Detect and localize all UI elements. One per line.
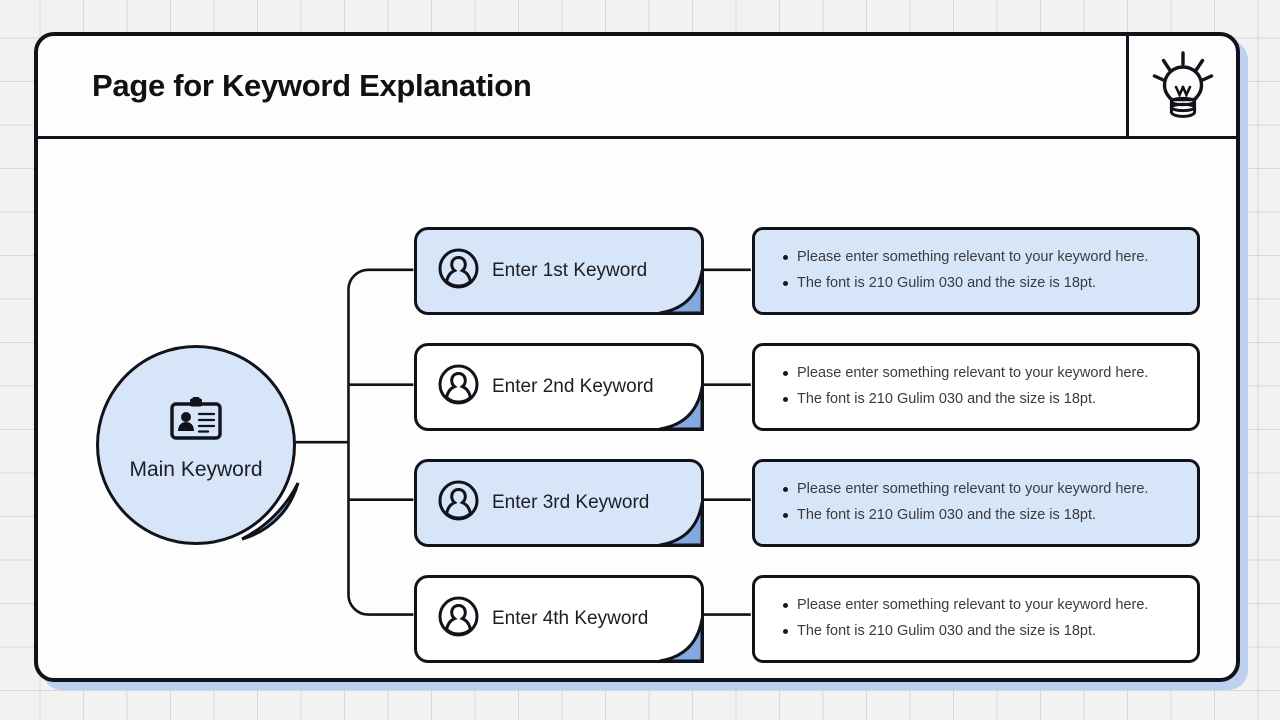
bullet-item: Please enter something relevant to your … [783,476,1197,502]
bullet-list: Please enter something relevant to your … [781,360,1197,412]
bullet-list: Please enter something relevant to your … [781,592,1197,644]
person-circle-icon [438,480,479,526]
detail-panel-1[interactable]: Please enter something relevant to your … [752,227,1200,315]
keyword-label: Enter 2nd Keyword [492,376,654,397]
bullet-item: The font is 210 Gulim 030 and the size i… [783,386,1197,412]
keyword-row: Enter 4th Keyword Please enter something… [414,575,1236,671]
mindmap-canvas: Main Keyword Enter 1st Keyword [38,139,1236,678]
bullet-list: Please enter something relevant to your … [781,244,1197,296]
detail-panel-3[interactable]: Please enter something relevant to your … [752,459,1200,547]
page-curl-decoration [658,617,704,663]
person-circle-icon [438,248,479,294]
id-badge-icon [168,397,224,446]
keyword-row: Enter 2nd Keyword Please enter something… [414,343,1236,439]
bullet-item: The font is 210 Gulim 030 and the size i… [783,270,1197,296]
slide-header: Page for Keyword Explanation [38,36,1236,139]
page-title: Page for Keyword Explanation [92,68,532,103]
bullet-item: Please enter something relevant to your … [783,244,1197,270]
slide-frame: Page for Keyword Explanation [34,32,1240,682]
bullet-item: Please enter something relevant to your … [783,360,1197,386]
page-curl-decoration [658,501,704,547]
keyword-label: Enter 4th Keyword [492,608,649,629]
main-keyword-label: Main Keyword [129,458,263,481]
keyword-box-3[interactable]: Enter 3rd Keyword [414,459,704,547]
person-circle-icon [438,364,479,410]
keyword-label: Enter 1st Keyword [492,260,648,281]
detail-panel-2[interactable]: Please enter something relevant to your … [752,343,1200,431]
header-icon-cell [1126,36,1236,139]
bullet-item: The font is 210 Gulim 030 and the size i… [783,618,1197,644]
keyword-row: Enter 3rd Keyword Please enter something… [414,459,1236,555]
main-keyword-node[interactable]: Main Keyword [96,345,300,545]
keyword-box-4[interactable]: Enter 4th Keyword [414,575,704,663]
keyword-label: Enter 3rd Keyword [492,492,650,513]
person-circle-icon [438,596,479,642]
page-curl-decoration [658,269,704,315]
bullet-list: Please enter something relevant to your … [781,476,1197,528]
bullet-item: Please enter something relevant to your … [783,592,1197,618]
keyword-box-1[interactable]: Enter 1st Keyword [414,227,704,315]
bullet-item: The font is 210 Gulim 030 and the size i… [783,502,1197,528]
keyword-row: Enter 1st Keyword Please enter something… [414,227,1236,323]
lightbulb-icon [1150,49,1216,126]
detail-panel-4[interactable]: Please enter something relevant to your … [752,575,1200,663]
page-curl-decoration [658,385,704,431]
keyword-box-2[interactable]: Enter 2nd Keyword [414,343,704,431]
